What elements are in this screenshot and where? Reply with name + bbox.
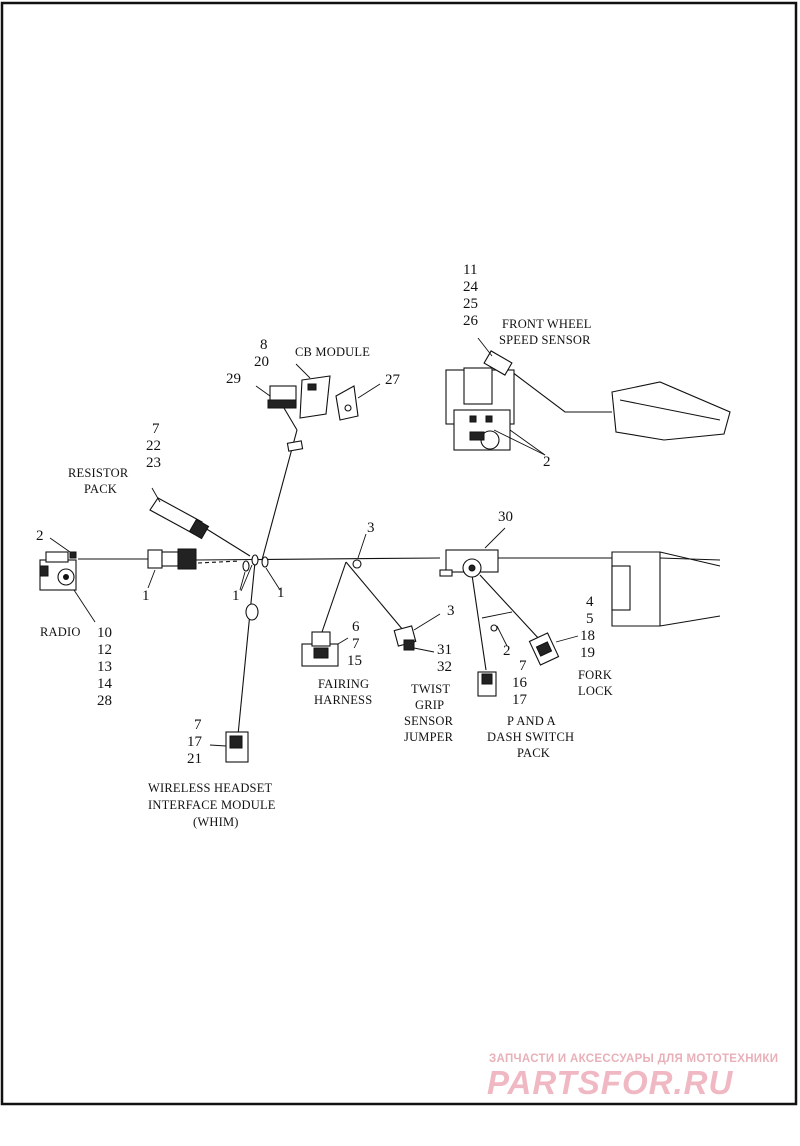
fairing-harness-connector — [301, 533, 367, 667]
callout: 24 — [463, 279, 479, 295]
callout: 5 — [586, 611, 594, 627]
fork-lock-connector — [528, 632, 579, 666]
callout: 14 — [97, 676, 113, 692]
watermark: ЗАПЧАСТИ И АКСЕССУАРЫ ДЛЯ МОТОТЕХНИКИ PA… — [487, 1053, 778, 1101]
callout: 19 — [580, 645, 595, 661]
label-harness: HARNESS — [314, 693, 372, 707]
callout: 26 — [463, 313, 479, 329]
component-labels: CB MODULE FRONT WHEEL SPEED SENSOR RESIS… — [40, 317, 613, 829]
watermark-logo: PARTSFOR.RU — [487, 1064, 733, 1101]
label-lock: LOCK — [578, 684, 613, 698]
callout: 32 — [437, 659, 452, 675]
callout: 6 — [352, 619, 360, 635]
speed-sensor-bracket — [445, 337, 731, 456]
resistor-pack — [149, 487, 210, 540]
label-twist: TWIST — [411, 682, 450, 696]
label-fairing: FAIRING — [318, 677, 369, 691]
callout: 23 — [146, 455, 161, 471]
label-pa-pack: PACK — [517, 746, 550, 760]
callout: 2 — [503, 643, 511, 659]
label-p-and-a: P AND A — [507, 714, 556, 728]
callout: 4 — [586, 594, 594, 610]
splice-rings — [239, 554, 281, 592]
callout: 17 — [187, 734, 203, 750]
watermark-tagline: ЗАПЧАСТИ И АКСЕССУАРЫ ДЛЯ МОТОТЕХНИКИ — [489, 1053, 778, 1065]
callout: 7 — [352, 636, 360, 652]
inline-connector-left — [147, 548, 197, 589]
callout: 13 — [97, 659, 112, 675]
callout: 10 — [97, 625, 112, 641]
label-whim-3: (WHIM) — [193, 815, 239, 829]
label-cb-module: CB MODULE — [295, 345, 370, 359]
label-speed-sensor: SPEED SENSOR — [499, 333, 591, 347]
label-whim-1: WIRELESS HEADSET — [148, 781, 273, 795]
callout: 22 — [146, 438, 161, 454]
cb-module — [255, 363, 381, 452]
label-grip: GRIP — [415, 698, 444, 712]
label-dash-switch: DASH SWITCH — [487, 730, 574, 744]
callout: 3 — [447, 603, 455, 619]
callout: 2 — [36, 528, 44, 544]
callout: 8 — [260, 337, 268, 353]
page-border — [0, 1, 798, 1106]
callout: 11 — [463, 262, 477, 278]
callout: 29 — [226, 371, 241, 387]
callout: 20 — [254, 354, 269, 370]
label-jumper: JUMPER — [404, 730, 454, 744]
callout-numbers: 11 24 25 26 8 20 29 27 7 22 23 2 2 2 30 … — [36, 262, 595, 767]
label-whim-2: INTERFACE MODULE — [148, 798, 276, 812]
callout: 2 — [543, 454, 551, 470]
callout: 3 — [367, 520, 375, 536]
fork-bracket — [611, 551, 721, 627]
callout: 16 — [512, 675, 528, 691]
callout: 21 — [187, 751, 202, 767]
label-resistor: RESISTOR — [68, 466, 129, 480]
callout: 1 — [142, 588, 150, 604]
harness-wires — [78, 371, 612, 736]
callout: 1 — [277, 585, 285, 601]
callout: 15 — [347, 653, 362, 669]
callout: 18 — [580, 628, 595, 644]
label-radio: RADIO — [40, 625, 81, 639]
handlebar-bracket — [439, 527, 506, 578]
whim-connector — [209, 603, 259, 763]
callout: 31 — [437, 642, 452, 658]
callout: 7 — [194, 717, 202, 733]
label-fork: FORK — [578, 668, 612, 682]
label-sensor: SENSOR — [404, 714, 454, 728]
pa-dash-switch-connector — [477, 611, 513, 697]
radio-connector — [39, 537, 96, 623]
callout: 17 — [512, 692, 528, 708]
label-pack: PACK — [84, 482, 117, 496]
label-front-wheel: FRONT WHEEL — [502, 317, 592, 331]
twist-grip-connector — [393, 613, 441, 653]
callout: 7 — [152, 421, 160, 437]
callout: 7 — [519, 658, 527, 674]
callout: 28 — [97, 693, 112, 709]
callout: 27 — [385, 372, 401, 388]
callout: 30 — [498, 509, 513, 525]
callout: 1 — [232, 588, 240, 604]
callout: 12 — [97, 642, 112, 658]
callout: 25 — [463, 296, 478, 312]
